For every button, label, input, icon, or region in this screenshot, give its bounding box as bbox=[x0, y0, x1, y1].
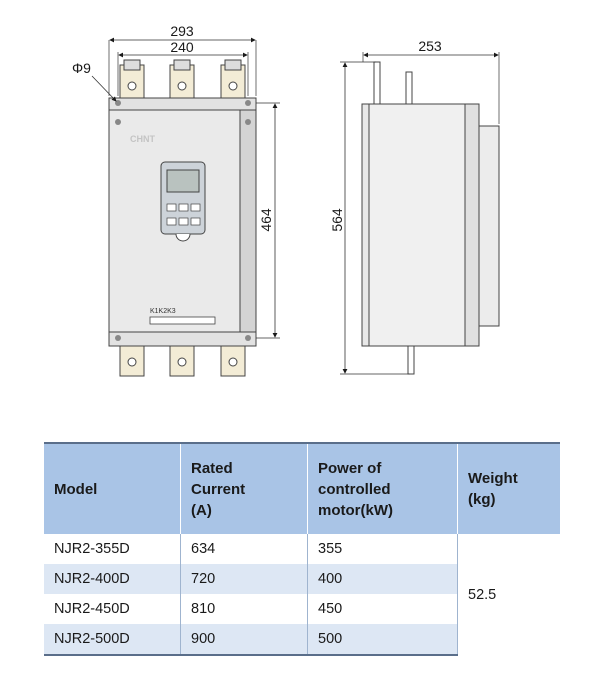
table-row: NJR2-500D 900 500 bbox=[44, 624, 560, 656]
cell-power: 355 bbox=[307, 534, 458, 564]
dim-depth: 253 bbox=[418, 38, 442, 54]
bottom-busbars bbox=[119, 345, 246, 377]
cell-weight: 52.5 bbox=[457, 534, 560, 655]
cell-model: NJR2-500D bbox=[44, 624, 181, 656]
table-row: NJR2-355D 634 355 52.5 bbox=[44, 534, 560, 655]
header-model: Model bbox=[44, 442, 181, 534]
cell-model: NJR2-355D bbox=[54, 541, 130, 557]
brand-logo: CHNT bbox=[130, 134, 155, 144]
cell-current: 900 bbox=[180, 624, 308, 656]
header-rated-current: Rated Current (A) bbox=[180, 442, 308, 534]
dimension-drawing: CHNT K1K2K3 bbox=[72, 23, 500, 377]
cell-power: 450 bbox=[307, 594, 458, 624]
spec-table: Model Rated Current (A) Power of control… bbox=[44, 442, 560, 656]
dim-hole-diameter: Φ9 bbox=[72, 60, 91, 76]
cell-power: 500 bbox=[307, 624, 458, 656]
table-header-row: Model Rated Current (A) Power of control… bbox=[44, 442, 560, 534]
cell-model: NJR2-400D bbox=[44, 564, 181, 594]
dim-mount-width: 240 bbox=[170, 39, 194, 55]
dim-mount-height: 464 bbox=[258, 208, 274, 232]
cell-power: 400 bbox=[307, 564, 458, 594]
cell-model: NJR2-450D bbox=[54, 601, 130, 617]
side-view: 253 564 bbox=[329, 38, 500, 375]
cell-current: 634 bbox=[180, 534, 308, 564]
terminal-label: K1K2K3 bbox=[150, 308, 176, 315]
dim-total-height: 564 bbox=[329, 208, 345, 232]
cell-current: 810 bbox=[180, 594, 308, 624]
table-row: NJR2-400D 720 400 bbox=[44, 564, 560, 594]
header-weight: Weight (kg) bbox=[457, 442, 560, 534]
keypad-panel bbox=[160, 161, 206, 242]
header-power: Power of controlled motor(kW) bbox=[307, 442, 458, 534]
dim-outer-width: 293 bbox=[170, 23, 194, 39]
cell-current: 720 bbox=[180, 564, 308, 594]
front-view: CHNT K1K2K3 bbox=[72, 23, 280, 377]
table-row: NJR2-450D 810 450 bbox=[44, 594, 560, 624]
